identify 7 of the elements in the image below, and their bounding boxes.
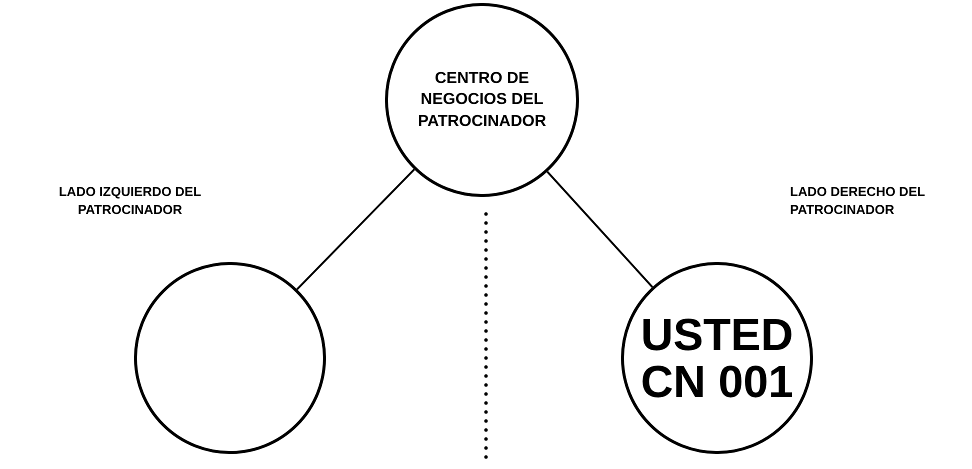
side-label: LADO DERECHO DEL PATROCINADOR [790, 183, 926, 218]
connector-line [296, 168, 415, 290]
connector-line [546, 171, 654, 288]
side-label: LADO IZQUIERDO DEL PATROCINADOR [58, 183, 202, 218]
node-text: USTED [640, 310, 794, 358]
node-text: CENTRO DE NEGOCIOS DEL PATROCINADOR [416, 68, 548, 132]
node-text: CN 001 [640, 358, 794, 406]
